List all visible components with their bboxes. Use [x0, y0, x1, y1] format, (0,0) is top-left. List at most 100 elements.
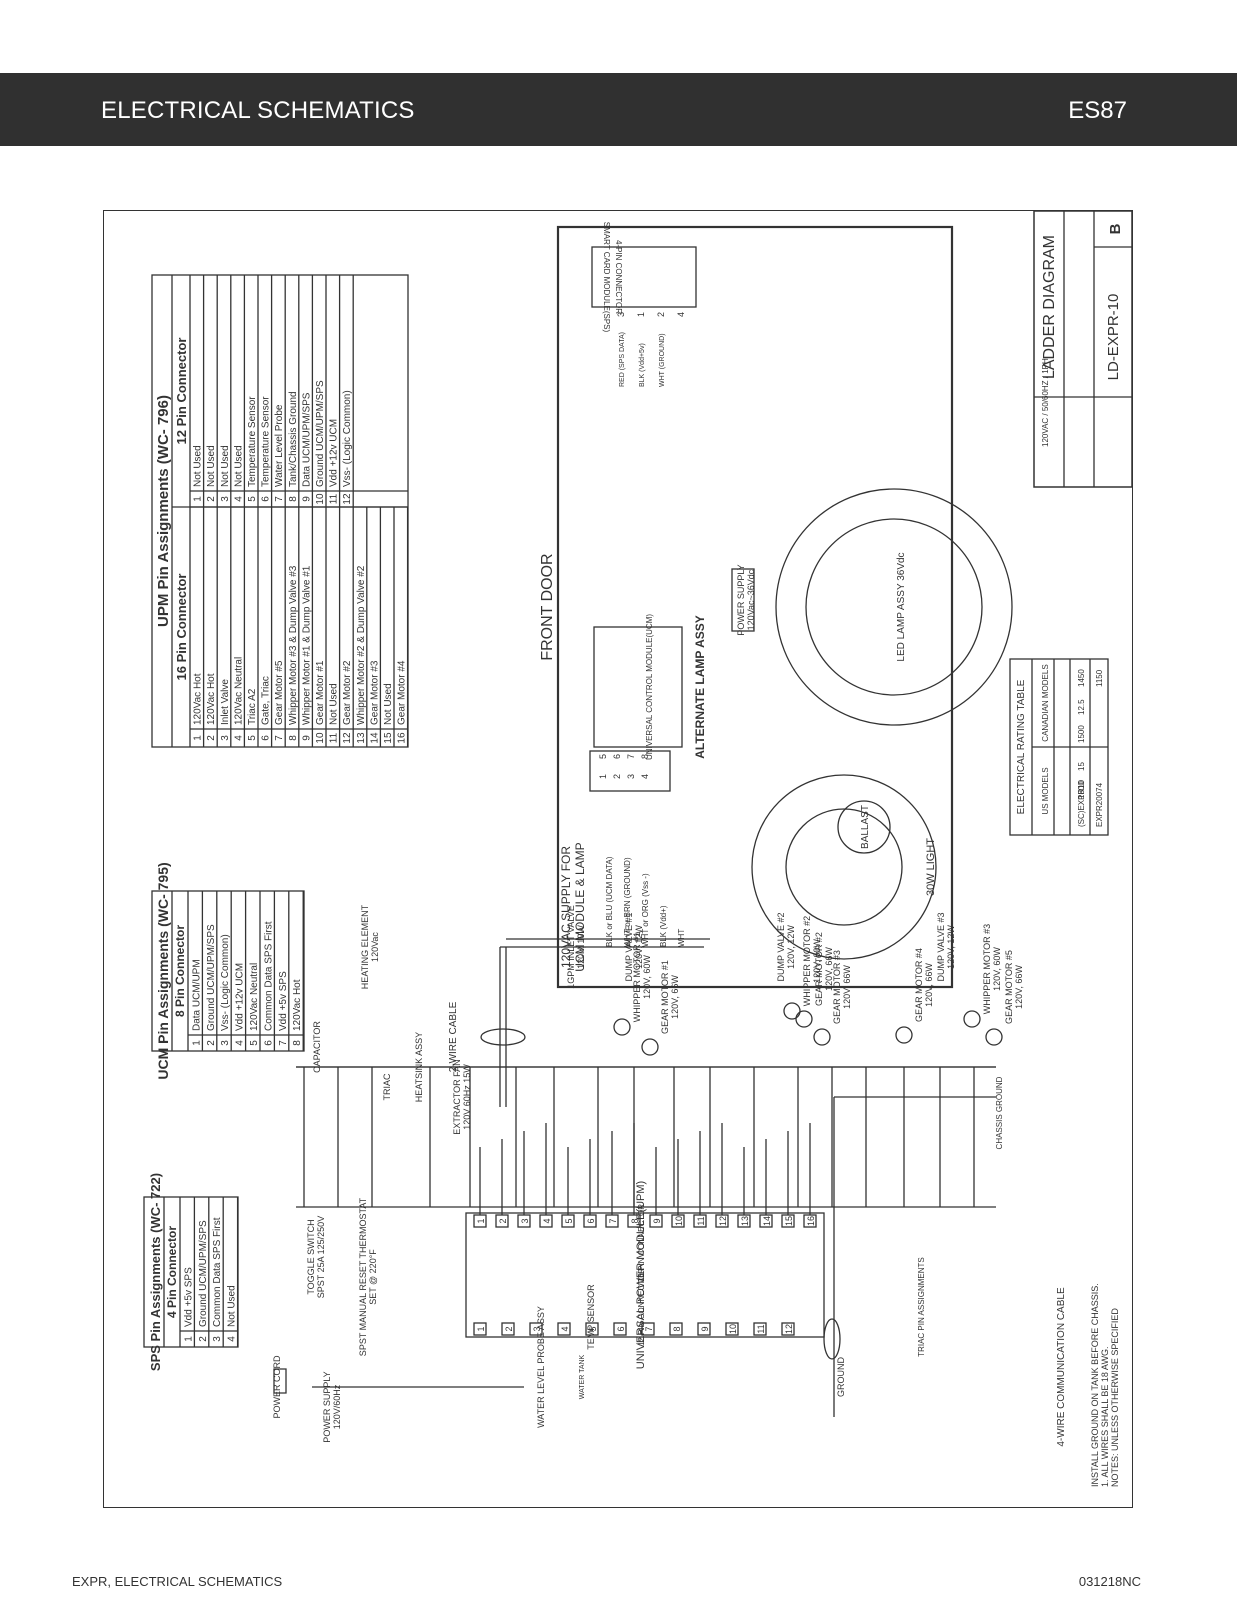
upm-16pin-desc: Gear Motor #3	[369, 660, 380, 725]
sps-wire-label: BLK (Vdd+5v)	[639, 343, 646, 387]
upm-16pin-desc: Not Used	[329, 683, 340, 725]
motor-rating-gear1: 120V, 66W	[670, 975, 680, 1019]
upm-12pin-box	[641, 1322, 655, 1336]
power-supply-label: POWER SUPPLY	[322, 1371, 332, 1442]
upm-16pin-label: 14	[762, 1216, 772, 1226]
upm-12pin-desc: Vdd +12v UCM	[329, 419, 340, 487]
upm-12pin-desc: Data UCM/UPM/SPS	[301, 392, 312, 487]
upm-16pin-label: 10	[674, 1216, 684, 1226]
upm-16pin-number: 8	[288, 735, 299, 741]
upm-12pin-desc: Tank/Chassis Ground	[288, 391, 299, 487]
title-block-revision: B	[1107, 223, 1124, 234]
upm-12pin-desc: Water Level Probe	[274, 404, 285, 487]
title-block-title: LADDER DIAGRAM	[1041, 235, 1058, 379]
title-block-part-number: LD-EXPR-10	[1105, 294, 1122, 381]
lamp-power-supply-box	[731, 568, 755, 632]
lamp-power-supply-label: POWER SUPPLY	[736, 564, 746, 635]
upm-12pin-number: 9	[301, 496, 312, 502]
rating-cell: (SC)EXPR10	[1077, 779, 1086, 827]
note-1: 1. ALL WIRES SHALL BE 18 AWG.	[1100, 1346, 1110, 1487]
two-wire-cable-label: 2-WIRE CABLE	[448, 1001, 459, 1072]
toggle-switch-rating: SPST 25A 125/250V	[316, 1216, 326, 1298]
chassis-ground-label: CHASSIS GROUND	[995, 1076, 1004, 1149]
upm-16pin-number: 3	[220, 735, 231, 741]
motor-rating-gear3: 120V, 66W	[842, 965, 852, 1009]
upm-12pin-desc: Vss- (Logic Common)	[342, 390, 353, 487]
header-title: ELECTRICAL SCHEMATICS	[101, 97, 415, 124]
upm-16pin-label: 16	[806, 1216, 816, 1226]
fluorescent-30w-label: 30W LIGHT	[925, 838, 937, 896]
upm-12pin-label: 6	[616, 1326, 626, 1331]
upm-12pin-desc: Ground UCM/UPM/SPS	[315, 380, 326, 487]
motor-label-gear3: GEAR MOTOR #3	[832, 950, 842, 1024]
thermostat-setting: SET @ 220°F	[368, 1249, 378, 1305]
motor-rating-whipper2: 120V, 60W	[812, 939, 822, 983]
motor-circle-gear3	[813, 1028, 831, 1046]
upm-16pin-desc: Gear Motor #5	[274, 660, 285, 725]
upm-16pin-header: 16 Pin Connector	[174, 574, 189, 681]
upm-16pin-desc: Triac A2	[247, 688, 258, 725]
lamp-power-supply-rating: 120Vac~36Vdc	[746, 569, 756, 630]
motor-rating-gear5: 120V, 66W	[1014, 965, 1024, 1009]
heating-element-rating: 120Vac	[370, 932, 380, 962]
sps-pin-number: 2	[198, 1336, 209, 1342]
ucm-pin-number: 7	[278, 1040, 289, 1046]
upm-16pin-label: 11	[696, 1216, 706, 1225]
supply-note-line-2: UCM MODULE & LAMP	[573, 842, 587, 971]
upm-16pin-desc: Whipper Motor #1 & Dump Valve #1	[301, 565, 312, 725]
motor-label-whipper1: WHIPPER MOTOR #1	[632, 932, 642, 1022]
upm-16pin-label: 9	[652, 1218, 662, 1223]
ucm-pin-number: 5	[249, 1040, 260, 1046]
upm-12pin-box	[613, 1322, 627, 1336]
upm-12pin-box	[697, 1322, 711, 1336]
two-wire-cable-oval	[480, 1028, 526, 1046]
triac-label: TRIAC	[382, 1073, 392, 1101]
upm-12pin-number: 5	[247, 496, 258, 502]
upm-12pin-box	[501, 1322, 515, 1336]
ucm-wire-label: BLK or BLU (UCM DATA)	[605, 856, 614, 947]
motor-rating-whipper3: 120V, 60W	[992, 947, 1002, 991]
upm-16pin-desc: Gate, Triac	[261, 676, 272, 725]
ucm-pin-desc: Vss- (Logic Common)	[220, 934, 231, 1031]
upm-12pin-label: 4	[560, 1326, 570, 1331]
toggle-switch-label: TOGGLE SWITCH	[306, 1219, 316, 1294]
upm-12pin-label: 8	[672, 1326, 682, 1331]
ucm-pin-desc: Data UCM/UPM	[191, 959, 202, 1031]
sps-connector-label: 4-PIN CONNECTOR	[614, 240, 623, 314]
ucm-connector-box	[589, 750, 671, 792]
upm-16pin-desc: 120Vac Hot	[193, 673, 204, 725]
upm-16pin-number: 13	[356, 732, 367, 744]
rating-canadian-models: CANADIAN MODELS	[1041, 664, 1050, 741]
front-door-title: FRONT DOOR	[539, 553, 556, 660]
upm-12pin-box	[725, 1322, 739, 1336]
rating-table-title: ELECTRICAL RATING TABLE	[1016, 679, 1027, 814]
ucm-pin-table	[151, 890, 305, 1052]
upm-12pin-desc: Temperature Sensor	[247, 396, 258, 487]
ucm-wire-label: WHT or BRN (GROUND)	[623, 857, 632, 947]
upm-16pin-desc: 120Vac Neutral	[233, 657, 244, 725]
rating-us-models: US MODELS	[1041, 767, 1050, 814]
sps-pin-desc: Vdd +5v SPS	[183, 1267, 194, 1327]
plug-body	[273, 1368, 287, 1394]
ucm-pin-desc: Vdd +5v SPS	[278, 971, 289, 1031]
upm-16pin-number: 15	[383, 732, 394, 744]
upm-12pin-number: 6	[261, 496, 272, 502]
ballast-circle	[837, 800, 891, 854]
ucm-pin-number: 1	[191, 1040, 202, 1046]
upm-16pin-label: 3	[520, 1218, 530, 1223]
upm-16pin-label: 5	[564, 1218, 574, 1223]
upm-12pin-box	[753, 1322, 767, 1336]
title-block	[1033, 211, 1132, 488]
extractor-fan-label: EXTRACTOR FAN	[452, 1059, 462, 1134]
upm-12pin-number: 7	[274, 496, 285, 502]
upm-12pin-label: 7	[644, 1326, 654, 1331]
motor-circle-whipper2	[783, 1002, 801, 1020]
sps-table-header: 4 Pin Connector	[165, 1226, 179, 1318]
upm-16pin-connector-label: 16 PIN CONNECTOR	[637, 1204, 646, 1282]
rating-table	[1009, 658, 1109, 836]
ucm-pin-desc: 120Vac Neutral	[249, 963, 260, 1031]
upm-16pin-number: 7	[274, 735, 285, 741]
sps-wire-label: RED (SPS DATA)	[619, 332, 626, 387]
upm-12pin-box	[585, 1322, 599, 1336]
dump-valve-2-label: DUMP VALVE #2	[776, 912, 786, 981]
